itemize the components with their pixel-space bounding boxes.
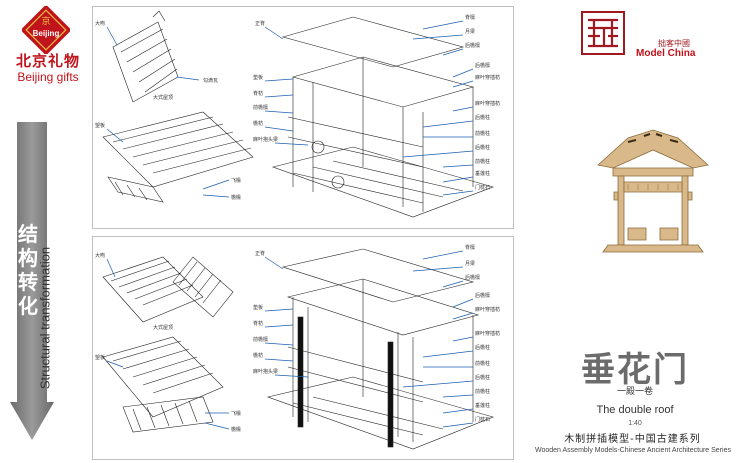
svg-text:后檐柱: 后檐柱	[475, 344, 490, 351]
svg-text:前檐柱: 前檐柱	[475, 158, 490, 165]
svg-text:前檐柱: 前檐柱	[475, 388, 490, 395]
series-title-cn: 木制拼插模型-中国古建系列	[564, 434, 701, 445]
svg-text:大式屋顶: 大式屋顶	[153, 94, 173, 101]
brand-name-cn: 北京礼物	[15, 52, 80, 70]
svg-text:前檐柱: 前檐柱	[475, 130, 490, 137]
svg-text:京: 京	[41, 15, 50, 27]
product-scale: 1:40	[628, 420, 642, 427]
structural-title-en: Structural transformation	[37, 246, 53, 390]
svg-text:檐椽: 檐椽	[231, 194, 241, 201]
svg-text:垂莲柱: 垂莲柱	[475, 170, 490, 177]
svg-text:麻叶抱头梁: 麻叶抱头梁	[253, 136, 278, 143]
svg-text:后檐檩: 后檐檩	[465, 274, 480, 281]
svg-text:脊檩: 脊檩	[465, 14, 475, 21]
down-arrow-icon	[10, 122, 54, 440]
svg-text:大式屋顶: 大式屋顶	[153, 324, 173, 331]
svg-text:前檐檩: 前檐檩	[253, 104, 268, 111]
product-subtitle-cn: 一殿一卷	[616, 387, 653, 397]
svg-text:脊枋: 脊枋	[253, 90, 263, 97]
svg-text:后檐柱: 后檐柱	[475, 114, 490, 121]
svg-text:麻叶抱头梁: 麻叶抱头梁	[253, 368, 278, 375]
svg-text:檐枋: 檐枋	[253, 120, 263, 127]
series-title-en: Wooden Assembly Models-Chinese Ancient A…	[535, 447, 731, 454]
structural-title-cn: 结 构 转 化	[18, 222, 38, 318]
svg-text:檐椽: 檐椽	[231, 426, 241, 433]
exploded-roof-diagram-bottom: 大吻 大式屋顶 望板 飞椽 檐椽 正脊 垫板 脊枋 前檐檩 檐枋 麻叶抱头梁 脊…	[95, 244, 500, 450]
partner-name-cn: 拙客中國	[658, 39, 690, 48]
svg-text:大吻: 大吻	[95, 252, 105, 259]
svg-text:脊檩: 脊檩	[465, 244, 475, 251]
svg-text:前檐檩: 前檐檩	[253, 336, 268, 343]
partner-name-en: Model China	[636, 48, 696, 59]
svg-text:垂莲柱: 垂莲柱	[475, 402, 490, 409]
svg-text:后檐柱: 后檐柱	[475, 374, 490, 381]
gate-model-illustration	[597, 129, 709, 253]
svg-text:前檐柱: 前檐柱	[475, 360, 490, 367]
svg-text:脊枋: 脊枋	[253, 320, 263, 327]
diagram-panel-top: 大吻 勾滴瓦 大式屋顶 望板 飞椽 檐椽 正脊 垫板 脊枋 前檐檩 檐枋 麻叶抱…	[92, 6, 514, 229]
svg-text:门枕石: 门枕石	[475, 416, 490, 423]
svg-text:麻叶穿插枋: 麻叶穿插枋	[475, 306, 500, 313]
svg-text:后檐檩: 后檐檩	[475, 62, 490, 69]
svg-text:后檐檩: 后檐檩	[475, 292, 490, 299]
brand-name-en: Beijing gifts	[17, 70, 79, 84]
svg-text:月梁: 月梁	[465, 260, 475, 267]
svg-text:飞椽: 飞椽	[231, 177, 241, 184]
diagram-panel-bottom: 大吻 大式屋顶 望板 飞椽 檐椽 正脊 垫板 脊枋 前檐檩 檐枋 麻叶抱头梁 脊…	[92, 236, 514, 460]
svg-text:正脊: 正脊	[255, 250, 265, 257]
svg-text:望板: 望板	[95, 354, 105, 361]
model-china-logo-icon	[581, 11, 625, 55]
logo-badge-text: Beijing	[33, 29, 60, 38]
svg-text:麻叶穿插枋: 麻叶穿插枋	[475, 100, 500, 107]
svg-text:后檐檩: 后檐檩	[465, 42, 480, 49]
svg-text:勾滴瓦: 勾滴瓦	[203, 77, 218, 84]
svg-text:后檐柱: 后檐柱	[475, 144, 490, 151]
exploded-roof-diagram-top: 大吻 勾滴瓦 大式屋顶 望板 飞椽 檐椽 正脊 垫板 脊枋 前檐檩 檐枋 麻叶抱…	[95, 10, 500, 218]
svg-text:垫板: 垫板	[253, 304, 263, 311]
svg-text:檐枋: 檐枋	[253, 352, 263, 359]
svg-text:门枕石: 门枕石	[475, 184, 490, 191]
svg-text:月梁: 月梁	[465, 28, 475, 35]
svg-text:麻叶穿插枋: 麻叶穿插枋	[475, 330, 500, 337]
product-title-cn: 垂花门	[581, 350, 689, 390]
beijing-gifts-logo-icon: 京 Beijing	[22, 6, 70, 54]
svg-text:望板: 望板	[95, 122, 105, 129]
svg-text:飞椽: 飞椽	[231, 410, 241, 417]
svg-text:大吻: 大吻	[95, 20, 105, 27]
svg-text:正脊: 正脊	[255, 20, 265, 27]
svg-text:麻叶穿插枋: 麻叶穿插枋	[475, 74, 500, 81]
product-subtitle-en: The double roof	[596, 404, 674, 416]
svg-text:垫板: 垫板	[253, 74, 263, 81]
